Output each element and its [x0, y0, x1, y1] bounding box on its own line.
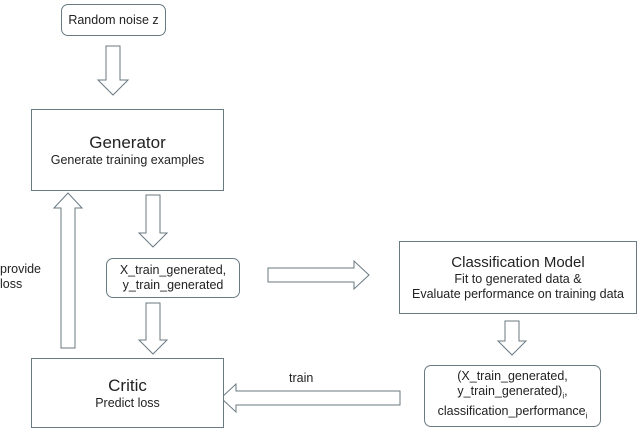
generator-subtitle: Generate training examples	[50, 153, 205, 167]
arrow-noise-to-generator	[96, 45, 130, 96]
generator-box: Generator Generate training examples	[31, 109, 224, 191]
performance-line2-sub: i	[562, 391, 565, 401]
performance-line1: (X_train_generated,	[457, 369, 568, 383]
arrow-classifier-to-performance	[496, 320, 528, 356]
train-label: train	[289, 371, 314, 385]
provide-label-line1: provide	[0, 262, 41, 276]
noise-box: Random noise z	[61, 4, 166, 36]
arrow-data-to-classifier	[267, 259, 370, 291]
performance-line3-text: classification_performance	[437, 403, 586, 418]
arrow-critic-to-generator	[52, 192, 84, 349]
generated-line2: y_train_generated	[122, 278, 224, 292]
critic-box: Critic Predict loss	[31, 358, 224, 428]
critic-subtitle: Predict loss	[95, 396, 160, 410]
classifier-line2: Evaluate performance on training data	[412, 287, 624, 301]
classifier-line1: Fit to generated data &	[454, 272, 582, 286]
performance-box: (X_train_generated, y_train_generated)i,…	[424, 365, 601, 427]
performance-line2-tail: ,	[564, 384, 568, 398]
generator-title: Generator	[89, 133, 166, 152]
provide-label-line2: loss	[0, 277, 23, 291]
arrow-performance-to-critic	[220, 382, 401, 414]
performance-line3: classification_performancei	[438, 404, 588, 424]
generated-line1: X_train_generated,	[119, 263, 227, 277]
classifier-title: Classification Model	[451, 254, 585, 271]
generated-data-box: X_train_generated, y_train_generated	[106, 258, 240, 298]
arrow-data-to-critic	[137, 302, 169, 355]
performance-line3-sub: i	[585, 411, 588, 420]
provide-loss-label: provide loss	[0, 262, 41, 292]
performance-line2-text: y_train_generated)	[457, 384, 563, 398]
noise-label: Random noise z	[68, 12, 159, 27]
classifier-box: Classification Model Fit to generated da…	[399, 241, 637, 314]
critic-title: Critic	[108, 376, 147, 395]
performance-line2: y_train_generated)i,	[457, 384, 567, 404]
arrow-generator-to-data	[137, 194, 169, 248]
